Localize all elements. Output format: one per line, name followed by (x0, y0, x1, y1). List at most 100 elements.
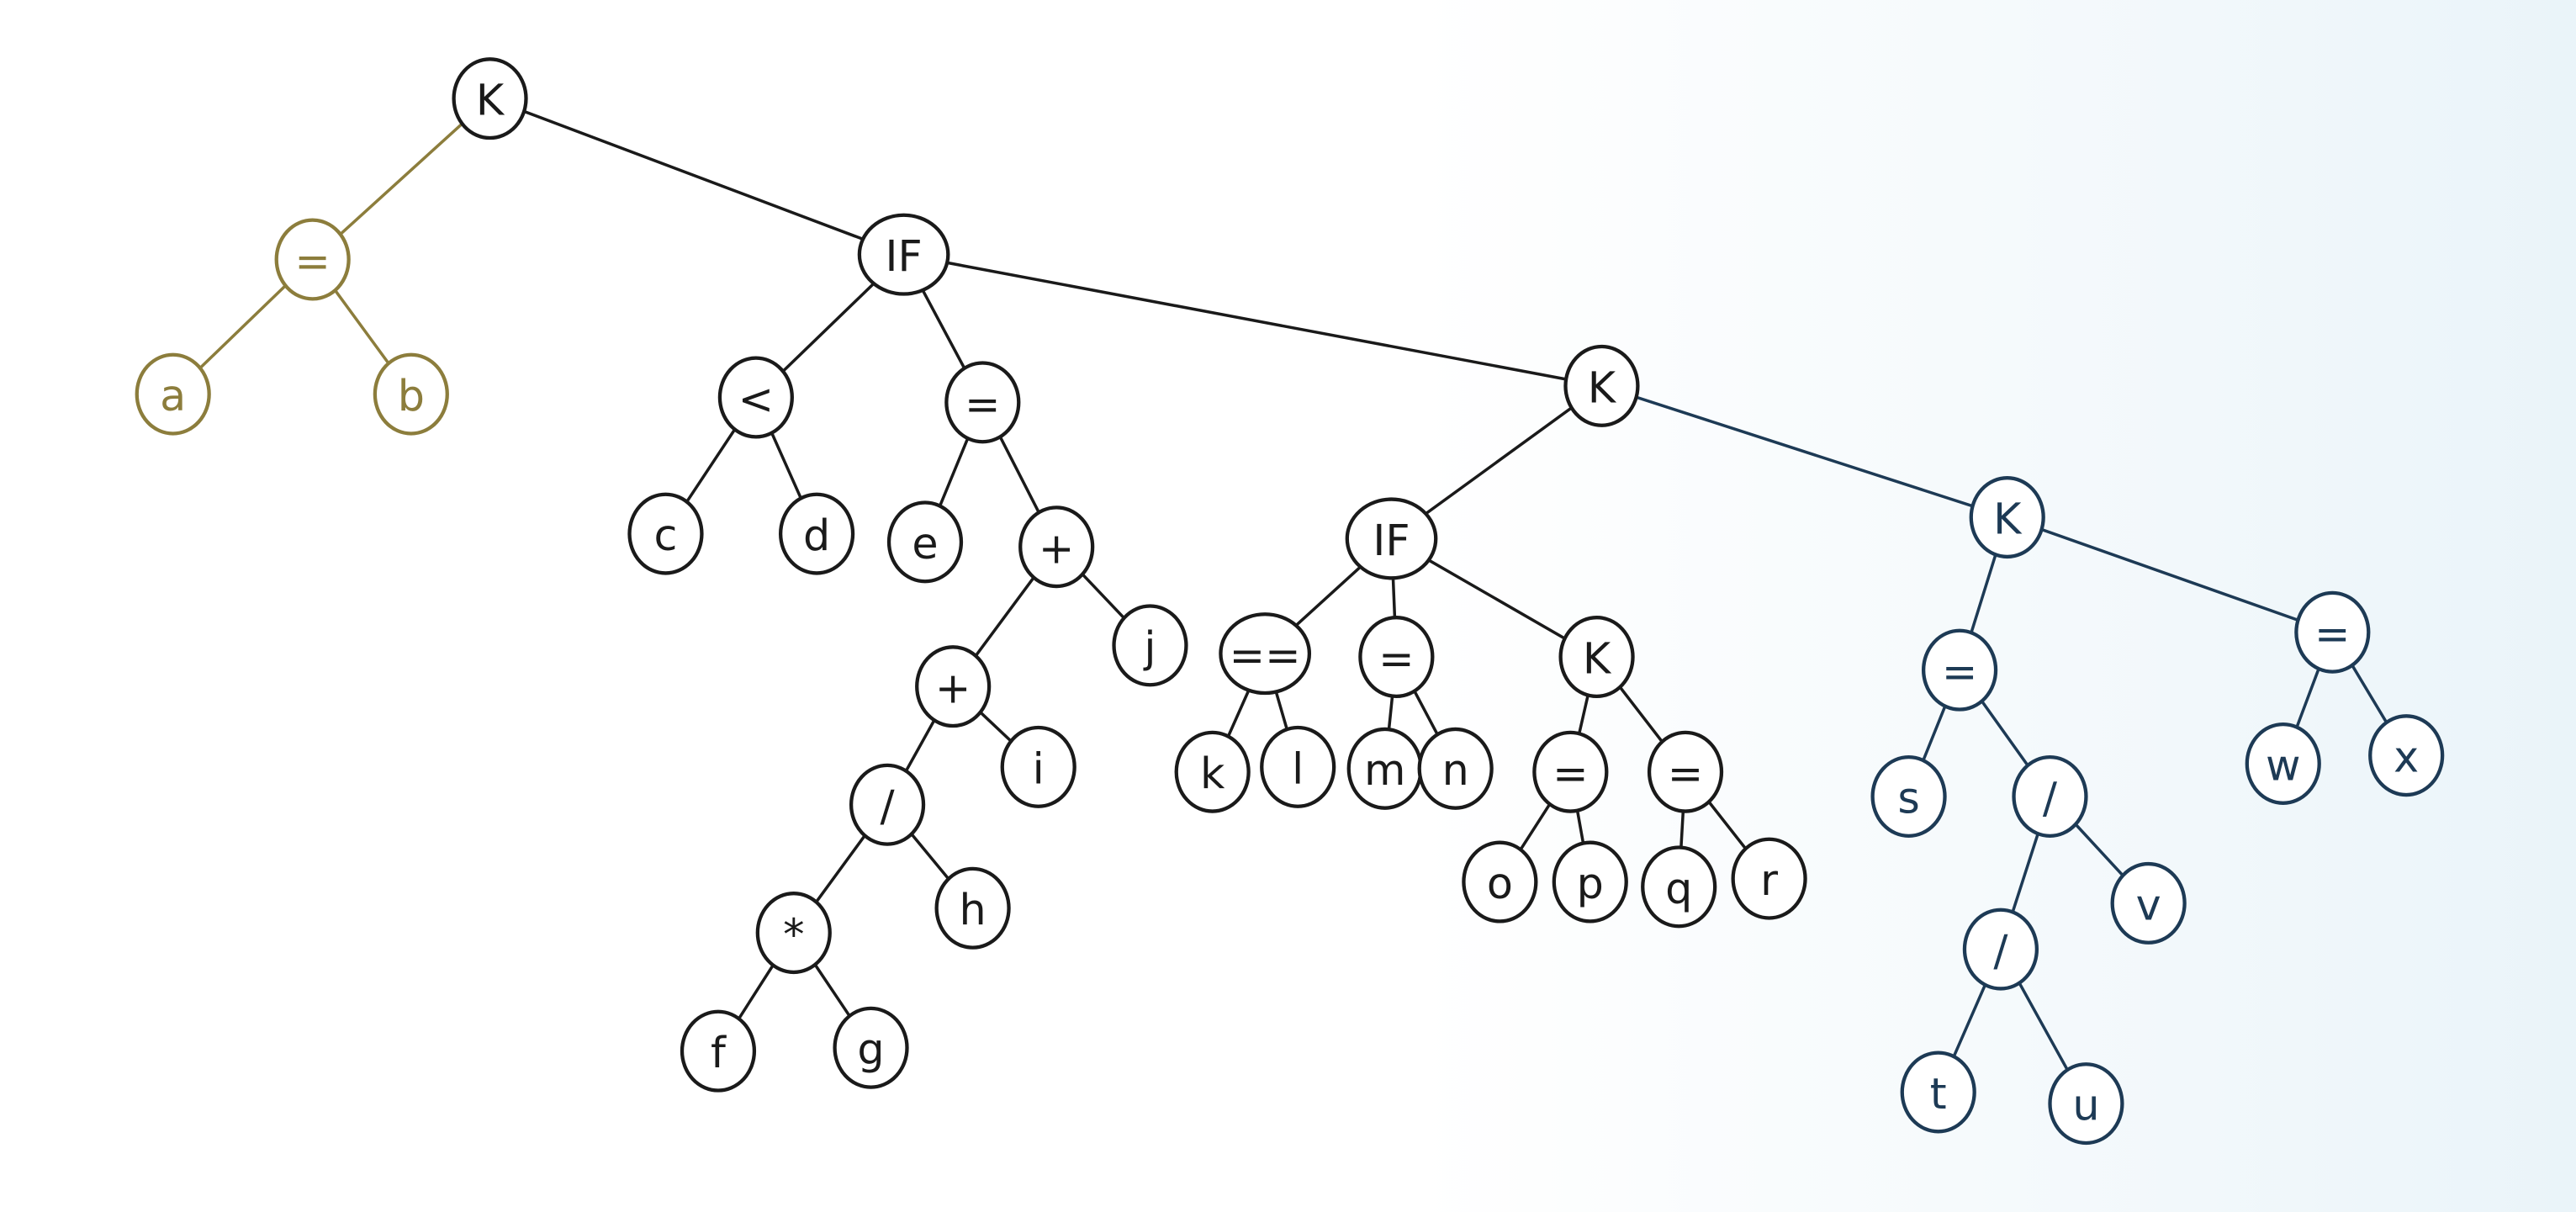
tree-node: = (274, 218, 351, 301)
node-label: w (2266, 740, 2301, 790)
node-label: = (965, 379, 1001, 429)
tree-node: K (1558, 616, 1635, 699)
node-circle (274, 218, 351, 301)
node-circle (2012, 754, 2088, 839)
tree-node: K (1563, 344, 1640, 427)
tree-node: s (1870, 754, 1947, 839)
node-label: + (935, 664, 971, 713)
tree-node: = (2294, 590, 2371, 674)
tree-edge (902, 252, 1604, 388)
node-label: x (2394, 733, 2419, 782)
tree-node: j (1112, 604, 1188, 687)
node-label: K (1588, 363, 1617, 412)
tree-edges (171, 97, 2408, 1105)
tree-node: = (944, 361, 1021, 444)
tree-edge (488, 97, 906, 257)
node-circle (1462, 840, 1538, 924)
tree-node: r (1731, 837, 1807, 920)
tree-node: x (2368, 714, 2445, 797)
node-circle (452, 57, 528, 140)
node-circle (1900, 1051, 1976, 1134)
tree-node: e (886, 500, 964, 584)
node-circle (2294, 590, 2371, 674)
node-label: IF (886, 231, 923, 281)
node-label: l (1292, 744, 1304, 793)
node-label: * (783, 910, 804, 960)
tree-node: c (627, 492, 704, 575)
node-circle (779, 492, 855, 575)
node-circle (1558, 616, 1635, 699)
node-label: K (476, 76, 505, 125)
node-label: o (1487, 859, 1513, 908)
node-label: = (1378, 633, 1415, 683)
node-circle (1345, 497, 1438, 580)
tree-node: a (135, 352, 211, 436)
node-circle (2368, 714, 2445, 797)
node-label: IF (1373, 516, 1410, 565)
tree-node: IF (1345, 497, 1438, 580)
node-circle (915, 645, 992, 728)
node-label: g (857, 1024, 884, 1074)
node-label: = (2314, 609, 2351, 659)
node-circle (627, 492, 704, 575)
tree-node: = (1358, 616, 1435, 699)
node-circle (886, 500, 964, 584)
tree-edge (2005, 516, 2335, 634)
node-label: = (1552, 749, 1589, 798)
node-label: / (1993, 926, 2008, 976)
node-circle (1532, 730, 1609, 813)
node-label: i (1033, 744, 1045, 793)
tree-node: v (2110, 861, 2187, 945)
tree-node: K (452, 57, 528, 140)
node-circle (1641, 845, 1717, 929)
node-circle (934, 866, 1011, 950)
tree-node: b (373, 352, 449, 436)
node-label: m (1364, 745, 1405, 795)
node-label: = (1942, 647, 1978, 696)
node-label: = (294, 236, 331, 286)
node-circle (1563, 344, 1640, 427)
tree-node: * (755, 892, 832, 975)
node-circle (833, 1006, 909, 1089)
node-circle (1018, 505, 1095, 589)
node-circle (1260, 725, 1336, 808)
node-label: K (1993, 495, 2023, 544)
node-label: d (803, 511, 830, 560)
node-circle (2245, 722, 2321, 805)
tree-node: = (1532, 730, 1609, 813)
tree-node: == (1219, 612, 1312, 696)
tree-node: / (2012, 754, 2088, 839)
node-label: a (160, 371, 186, 421)
node-circle (1921, 628, 1998, 712)
node-circle (1870, 754, 1947, 839)
node-label: t (1930, 1069, 1947, 1119)
node-circle (944, 361, 1021, 444)
node-circle (1969, 476, 2045, 559)
tree-edge (1600, 384, 2009, 519)
node-label: f (711, 1028, 727, 1077)
node-circle (2048, 1062, 2124, 1146)
node-label: r (1760, 855, 1778, 905)
node-label: s (1897, 773, 1919, 823)
tree-node: k (1174, 730, 1251, 813)
node-label: < (738, 374, 775, 424)
tree-node: f (680, 1009, 757, 1093)
node-circle (1112, 604, 1188, 687)
node-circle (373, 352, 449, 436)
tree-node: / (849, 763, 926, 846)
node-circle (1358, 616, 1435, 699)
node-label: u (2072, 1081, 2099, 1130)
node-circle (1219, 612, 1312, 696)
node-circle (1552, 840, 1628, 924)
tree-node: q (1641, 845, 1717, 929)
tree-node: / (1962, 908, 2039, 991)
node-label: k (1200, 749, 1225, 798)
node-circle (2110, 861, 2187, 945)
tree-node: K (1969, 476, 2045, 559)
tree-edge (310, 97, 492, 262)
tree-node: p (1552, 840, 1628, 924)
tree-node: = (1921, 628, 1998, 712)
node-circle (1174, 730, 1251, 813)
